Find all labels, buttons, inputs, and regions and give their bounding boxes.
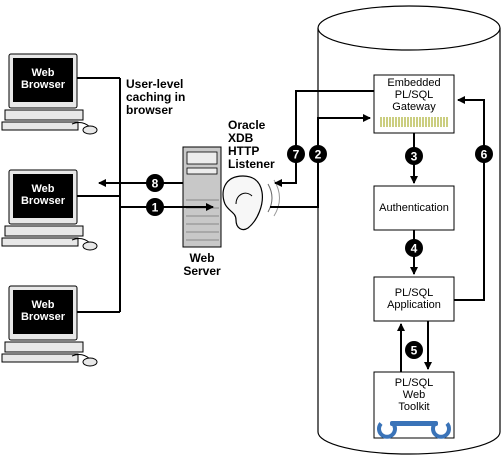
step-badge-4: 4 <box>405 239 423 257</box>
step-badge-2: 2 <box>309 145 327 163</box>
browser-3-line2: Browser <box>20 311 66 323</box>
svg-text:1: 1 <box>152 201 159 215</box>
authentication-label: Authentication <box>379 202 449 214</box>
toolkit-label: PL/SQL Web Toolkit <box>394 377 434 413</box>
browser-computer-3 <box>1 285 98 367</box>
browser-screen-2-text: Web Browser <box>13 183 73 207</box>
caching-label: User-level caching in browser <box>126 77 186 117</box>
wrench-icon <box>377 421 451 439</box>
authentication-box <box>373 185 455 231</box>
web-server-label: Web Server <box>183 251 221 278</box>
svg-text:2: 2 <box>315 148 322 162</box>
browser-1-line1: Web <box>31 67 55 79</box>
listener-label: Oracle XDB HTTP Listener <box>228 118 275 171</box>
browser-connection-lines <box>77 77 121 313</box>
step-badges: 1 2 3 4 5 6 7 8 <box>146 145 493 359</box>
browser-screen-1-text: Web Browser <box>13 67 73 91</box>
gateway-label: Embedded PL/SQL Gateway <box>387 77 441 113</box>
svg-text:8: 8 <box>152 177 159 191</box>
browser-screen-3-text: Web Browser <box>13 299 73 323</box>
browser-1-line2: Browser <box>20 79 66 91</box>
step-badge-5: 5 <box>405 341 423 359</box>
ear-icon <box>222 175 280 231</box>
web-server-tower <box>182 146 222 248</box>
browser-3-line1: Web <box>31 299 55 311</box>
svg-text:5: 5 <box>411 344 418 358</box>
svg-text:6: 6 <box>481 148 488 162</box>
toolkit-box <box>373 371 455 439</box>
step-badge-3: 3 <box>405 147 423 165</box>
browser-computer-2 <box>1 169 98 251</box>
step-badge-8: 8 <box>146 174 164 192</box>
browser-2-line2: Browser <box>20 195 66 207</box>
step-badge-7: 7 <box>287 145 305 163</box>
gateway-stripes <box>380 117 448 127</box>
gateway-box <box>373 74 455 134</box>
svg-text:7: 7 <box>293 148 300 162</box>
application-box <box>373 276 455 322</box>
svg-text:4: 4 <box>411 242 418 256</box>
browser-2-line1: Web <box>31 183 55 195</box>
browser-computer-1 <box>1 53 98 135</box>
application-label: PL/SQL Application <box>387 287 441 311</box>
step-badge-1: 1 <box>146 198 164 216</box>
step-badge-6: 6 <box>475 145 493 163</box>
svg-text:3: 3 <box>411 150 418 164</box>
